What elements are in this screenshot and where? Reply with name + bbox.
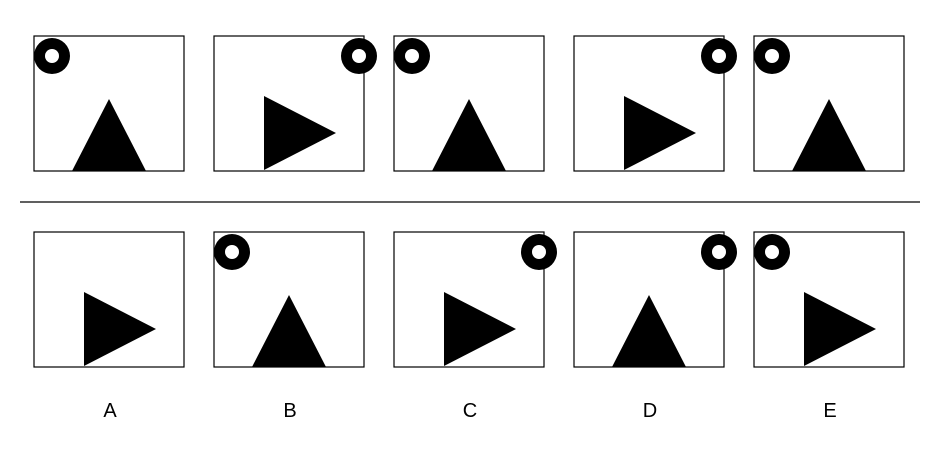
option-label: D (643, 400, 657, 422)
ring-icon (754, 38, 790, 74)
ring-icon (34, 38, 70, 74)
triangle-right-icon (444, 292, 516, 366)
ring-icon (214, 234, 250, 270)
ring-icon (521, 234, 557, 270)
sequence-panel-5 (753, 35, 905, 172)
ring-icon (701, 234, 737, 270)
option-label: E (823, 400, 836, 422)
triangle-right-icon (804, 292, 876, 366)
options-row: A B C D E (33, 231, 905, 422)
sequence-panel-3 (393, 35, 545, 172)
option-panel-e (753, 231, 905, 368)
option-label: B (283, 400, 296, 422)
sequence-panel-2 (213, 35, 377, 172)
option-label: C (463, 400, 477, 422)
ring-icon (341, 38, 377, 74)
triangle-right-icon (84, 292, 156, 366)
option-panel-c (393, 231, 557, 368)
triangle-up-icon (432, 99, 506, 171)
sequence-panel-4 (573, 35, 737, 172)
sequence-row (33, 35, 905, 172)
triangle-right-icon (624, 96, 696, 170)
option-panel-a (33, 231, 185, 368)
option-panel-b (213, 231, 365, 368)
triangle-right-icon (264, 96, 336, 170)
ring-icon (701, 38, 737, 74)
triangle-up-icon (72, 99, 146, 171)
ring-icon (394, 38, 430, 74)
ring-icon (754, 234, 790, 270)
triangle-up-icon (792, 99, 866, 171)
sequence-panel-1 (33, 35, 185, 172)
option-label: A (103, 400, 117, 422)
triangle-up-icon (612, 295, 686, 367)
triangle-up-icon (252, 295, 326, 367)
option-panel-d (573, 231, 737, 368)
